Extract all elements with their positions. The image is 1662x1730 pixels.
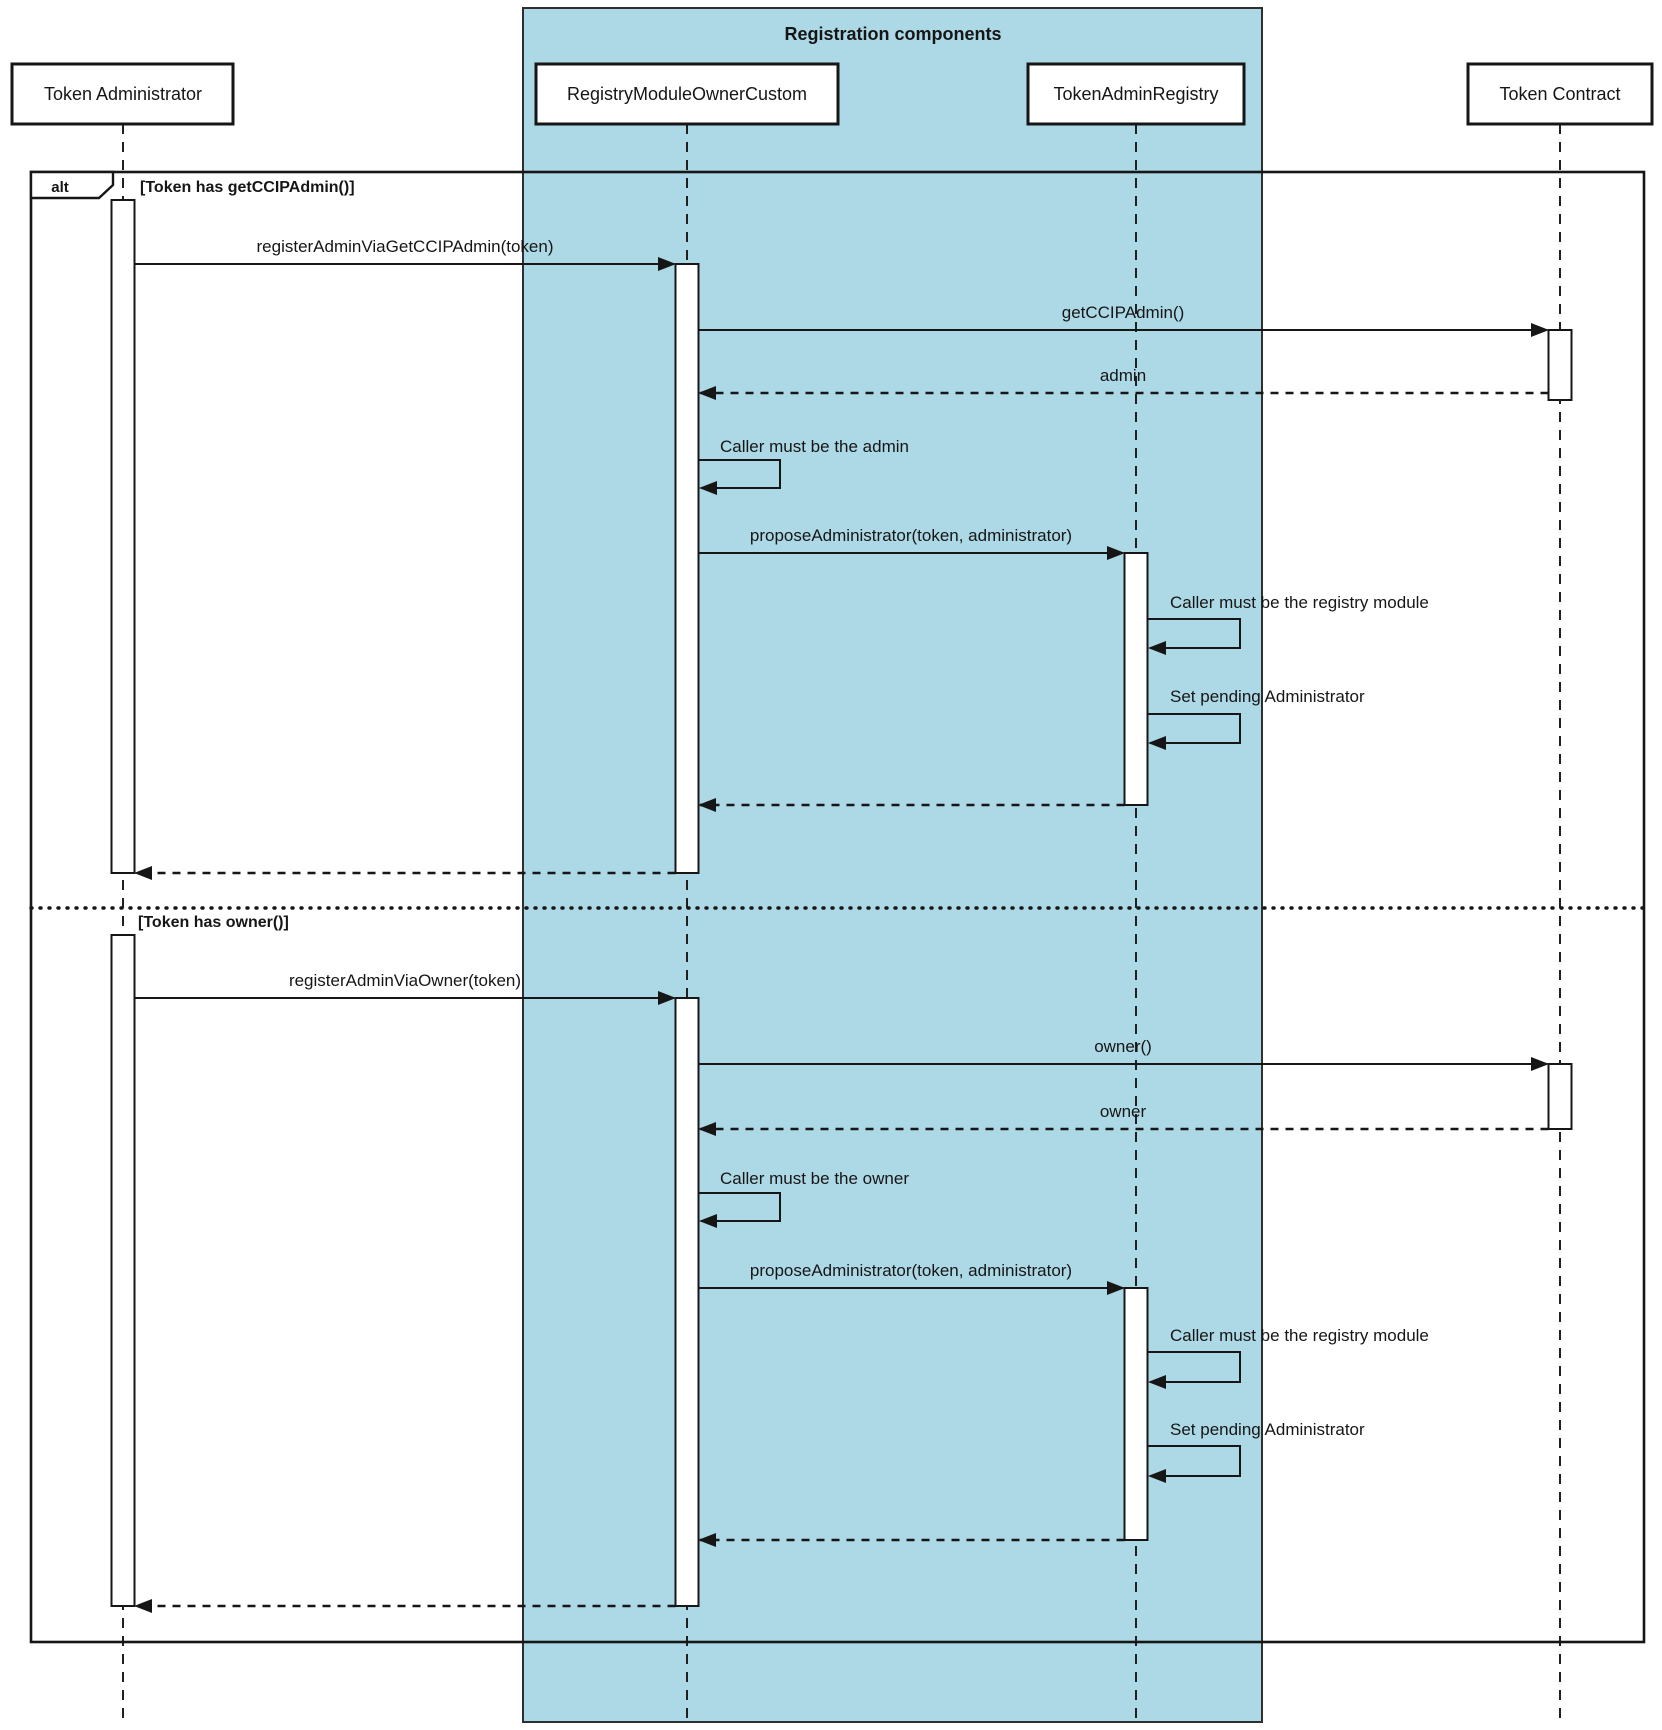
participant-box (1026, 62, 1246, 126)
activation-token-contract-2 (1547, 1063, 1573, 1130)
message-propose-administrator-2: proposeAdministrator(token, administrato… (698, 1261, 1125, 1295)
activation-token-admin-registry-2 (1123, 1287, 1149, 1541)
participant-token-administrator: Token Administrator (10, 62, 235, 126)
message-label: registerAdminViaGetCCIPAdmin(token) (257, 237, 554, 256)
activation-registry-module-2 (674, 997, 700, 1607)
activation-token-administrator-2 (110, 934, 136, 1607)
self-message-arrow (1147, 1351, 1241, 1389)
self-message-arrow (1147, 713, 1241, 750)
self-message-arrow (1147, 618, 1241, 655)
message-get-ccip-admin: getCCIPAdmin() (698, 303, 1549, 337)
self-message-set-pending-administrator-1: Set pending Administrator (1147, 687, 1365, 750)
activation-registry-module-1 (674, 263, 700, 874)
band-title: Registration components (784, 24, 1001, 44)
participant-token-admin-registry: TokenAdminRegistry (1026, 62, 1246, 126)
self-message-set-pending-administrator-2: Set pending Administrator (1147, 1420, 1365, 1483)
alt-operator-pentagon (29, 170, 115, 200)
message-propose-administrator-1: proposeAdministrator(token, administrato… (698, 526, 1125, 560)
self-message-arrow (698, 459, 781, 495)
message-label: proposeAdministrator(token, administrato… (750, 1261, 1072, 1280)
participant-box (534, 62, 840, 126)
message-owner-return: owner (698, 1102, 1549, 1136)
message-register-admin-via-get-ccip-admin: registerAdminViaGetCCIPAdmin(token) (134, 237, 676, 271)
message-label: Caller must be the registry module (1170, 593, 1429, 612)
message-label: Set pending Administrator (1170, 1420, 1365, 1439)
message-label: Set pending Administrator (1170, 687, 1365, 706)
message-owner-call: owner() (698, 1037, 1549, 1071)
activation-token-admin-registry-1 (1123, 552, 1149, 806)
self-message-caller-must-be-registry-2: Caller must be the registry module (1147, 1326, 1429, 1389)
participant-token-contract: Token Contract (1466, 62, 1654, 126)
message-label: Caller must be the owner (720, 1169, 909, 1188)
message-label: admin (1100, 366, 1146, 385)
message-label: owner() (1094, 1037, 1152, 1056)
activation-token-administrator-1 (110, 199, 136, 874)
participant-label: RegistryModuleOwnerCustom (567, 84, 807, 104)
participant-label: Token Contract (1499, 84, 1620, 104)
self-message-caller-must-be-registry-1: Caller must be the registry module (1147, 593, 1429, 655)
message-admin-return: admin (698, 366, 1549, 400)
participant-registry-module-owner-custom: RegistryModuleOwnerCustom (534, 62, 840, 126)
message-label: proposeAdministrator(token, administrato… (750, 526, 1072, 545)
alt-operator-label: alt (51, 179, 69, 196)
self-message-caller-must-be-owner: Caller must be the owner (698, 1169, 909, 1228)
participant-box (10, 62, 235, 126)
alt-guard-1: [Token has getCCIPAdmin()] (140, 179, 355, 196)
message-register-admin-via-owner: registerAdminViaOwner(token) (134, 971, 676, 1005)
participant-box (1466, 62, 1654, 126)
self-message-caller-must-be-admin: Caller must be the admin (698, 437, 909, 495)
self-message-arrow (698, 1192, 781, 1228)
self-message-arrow (1147, 1445, 1241, 1483)
message-label: Caller must be the registry module (1170, 1326, 1429, 1345)
registration-components-band (522, 7, 1263, 1723)
participant-label: TokenAdminRegistry (1053, 84, 1218, 104)
activation-token-contract-1 (1547, 329, 1573, 401)
message-label: owner (1100, 1102, 1147, 1121)
message-label: registerAdminViaOwner(token) (289, 971, 521, 990)
message-label: Caller must be the admin (720, 437, 909, 456)
participant-label: Token Administrator (44, 84, 202, 104)
message-label: getCCIPAdmin() (1062, 303, 1185, 322)
alt-guard-2: [Token has owner()] (138, 914, 289, 931)
